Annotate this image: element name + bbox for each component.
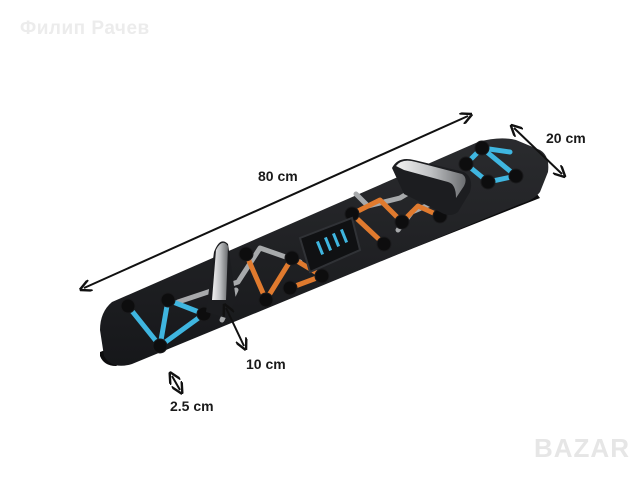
brand-watermark: BAZAR [534,433,630,463]
width-label: 20 cm [546,130,586,146]
author-watermark: Филип Рачев [20,18,150,39]
handle-height-arrow [226,308,244,346]
thickness-label: 2.5 cm [170,398,214,414]
length-label: 80 cm [258,168,298,184]
double-headed-arrow-icon [84,116,562,390]
thickness-arrow [172,376,180,390]
width-arrow [514,128,562,174]
handle-height-label: 10 cm [246,356,286,372]
blue-guide-lines-left [125,297,207,349]
length-arrow [84,116,468,288]
